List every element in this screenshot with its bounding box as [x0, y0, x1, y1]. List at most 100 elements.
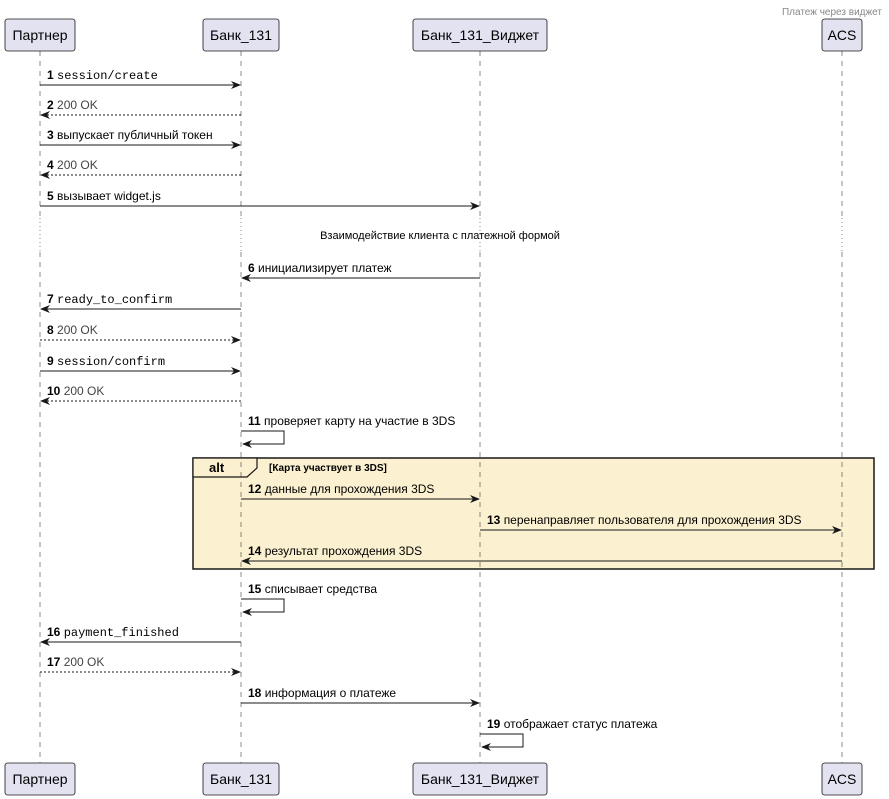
alt-condition: [Карта участвует в 3DS] — [269, 463, 387, 474]
message-text: session/create — [57, 69, 158, 83]
message-9: 9 session/confirm — [40, 354, 241, 375]
alt-frame — [192, 457, 875, 570]
message-text: 200 OK — [64, 384, 105, 398]
message-label: 3 выпускает публичный токен — [47, 128, 213, 142]
message-text: session/confirm — [57, 355, 165, 369]
message-text: данные для прохождения 3DS — [265, 482, 435, 496]
message-label: 10 200 OK — [47, 384, 104, 398]
message-17: 17 200 OK — [40, 655, 241, 676]
message-label: 18 информация о платеже — [248, 686, 396, 700]
message-number: 3 — [47, 128, 57, 142]
message-15: 15 списывает средства — [241, 582, 378, 616]
message-label: 2 200 OK — [47, 98, 98, 112]
participant-partner-top: Партнер — [4, 18, 76, 52]
participant-box — [4, 18, 76, 52]
message-text: отображает статус платежа — [504, 717, 658, 731]
message-label: 8 200 OK — [47, 323, 98, 337]
message-label: 1 session/create — [47, 68, 158, 83]
message-13: 13 перенаправляет пользователя для прохо… — [480, 513, 842, 534]
message-8: 8 200 OK — [40, 323, 241, 344]
message-text: результат прохождения 3DS — [265, 544, 422, 558]
self-arrow — [480, 733, 524, 751]
message-number: 19 — [487, 717, 504, 731]
message-label: 16 payment_finished — [47, 625, 179, 640]
message-text: проверяет карту на участие в 3DS — [264, 414, 455, 428]
alt-keyword: alt — [209, 460, 225, 475]
participant-partner-bottom: Партнер — [4, 762, 76, 796]
message-number: 10 — [47, 384, 64, 398]
message-10: 10 200 OK — [40, 384, 241, 405]
message-label: 9 session/confirm — [47, 354, 165, 369]
participant-widget-top: Банк_131_Виджет — [412, 18, 548, 52]
message-number: 15 — [248, 582, 265, 596]
message-label: 14 результат прохождения 3DS — [248, 544, 422, 558]
message-text: 200 OK — [57, 98, 98, 112]
self-arrow — [241, 598, 285, 616]
participant-label: ACS — [828, 27, 857, 43]
message-label: 13 перенаправляет пользователя для прохо… — [487, 513, 802, 527]
message-text: 200 OK — [57, 323, 98, 337]
participant-label: Партнер — [12, 27, 67, 43]
message-12: 12 данные для прохождения 3DS — [241, 482, 480, 503]
message-text: информация о платеже — [265, 686, 397, 700]
message-number: 9 — [47, 354, 57, 368]
message-label: 6 инициализирует платеж — [248, 261, 392, 275]
message-number: 16 — [47, 625, 64, 639]
message-label: 12 данные для прохождения 3DS — [248, 482, 434, 496]
participants-top: Партнер Банк_131 Банк_131_Виджет ACS — [4, 18, 863, 52]
participant-label: Партнер — [12, 771, 67, 787]
message-1: 1 session/create — [40, 68, 241, 89]
message-number: 2 — [47, 98, 57, 112]
participant-box — [4, 762, 76, 796]
message-number: 6 — [248, 261, 258, 275]
participant-acs-top: ACS — [821, 18, 863, 52]
message-number: 14 — [248, 544, 265, 558]
message-text: 200 OK — [57, 158, 98, 172]
self-arrow — [241, 430, 285, 448]
participant-widget-bottom: Банк_131_Виджет — [412, 762, 548, 796]
message-number: 11 — [248, 414, 264, 428]
participant-label: ACS — [828, 771, 857, 787]
message-text: ready_to_confirm — [57, 293, 172, 307]
participant-bank-top: Банк_131 — [202, 18, 280, 52]
message-number: 7 — [47, 292, 57, 306]
participant-acs-bottom: ACS — [821, 762, 863, 796]
participant-box — [412, 762, 548, 796]
message-7: 7 ready_to_confirm — [40, 292, 241, 313]
message-label: 19 отображает статус платежа — [487, 717, 658, 731]
message-number: 18 — [248, 686, 265, 700]
message-number: 4 — [47, 158, 57, 172]
diagram-header: Платеж через виджет — [782, 7, 882, 18]
message-4: 4 200 OK — [40, 158, 241, 179]
message-number: 8 — [47, 323, 57, 337]
participant-label: Банк_131_Виджет — [421, 27, 540, 43]
message-number: 17 — [47, 655, 64, 669]
message-number: 13 — [487, 513, 504, 527]
participant-label: Банк_131 — [210, 771, 272, 787]
message-text: инициализирует платеж — [258, 261, 392, 275]
message-label: 11 проверяет карту на участие в 3DS — [248, 414, 455, 428]
message-text: вызывает widget.js — [57, 189, 161, 203]
message-16: 16 payment_finished — [40, 625, 241, 646]
message-text: перенаправляет пользователя для прохожде… — [504, 513, 802, 527]
message-number: 5 — [47, 189, 57, 203]
message-19: 19 отображает статус платежа — [480, 717, 658, 751]
message-2: 2 200 OK — [40, 98, 241, 119]
message-6: 6 инициализирует платеж — [241, 261, 480, 282]
participant-label: Банк_131_Виджет — [421, 771, 540, 787]
message-number: 12 — [248, 482, 265, 496]
message-label: 7 ready_to_confirm — [47, 292, 172, 307]
message-text: payment_finished — [64, 626, 179, 640]
messages: 1 session/create 2 200 OK 3 выпускает публ… — [40, 68, 842, 751]
message-text: выпускает публичный токен — [57, 128, 213, 142]
participant-box — [202, 762, 280, 796]
message-11: 11 проверяет карту на участие в 3DS — [241, 414, 455, 448]
participant-box — [821, 18, 863, 52]
message-label: 4 200 OK — [47, 158, 98, 172]
message-label: 5 вызывает widget.js — [47, 189, 161, 203]
message-label: 17 200 OK — [47, 655, 104, 669]
message-number: 1 — [47, 68, 57, 82]
message-text: списывает средства — [265, 582, 378, 596]
participant-bank-bottom: Банк_131 — [202, 762, 280, 796]
